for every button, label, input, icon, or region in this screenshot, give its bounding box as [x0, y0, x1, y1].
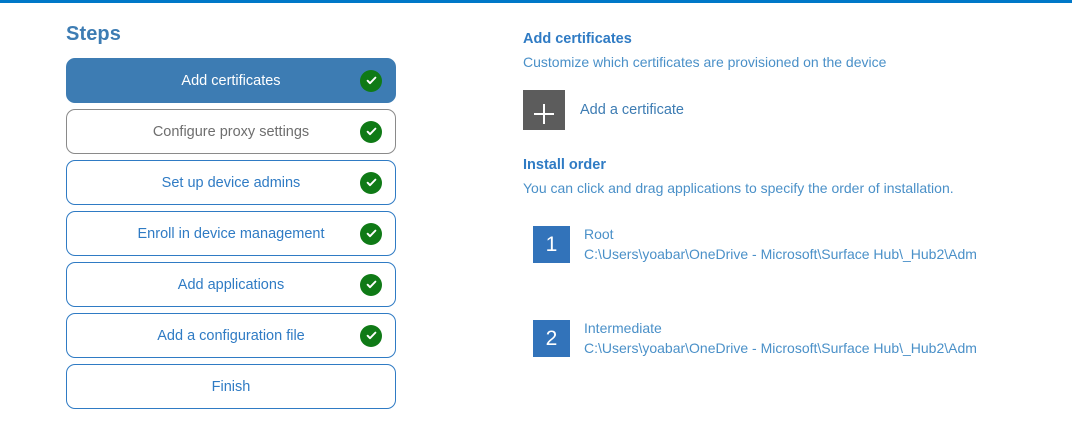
- sidebar-item-configure-proxy-settings[interactable]: Configure proxy settings: [66, 109, 396, 154]
- order-item-text: Root C:\Users\yoabar\OneDrive - Microsof…: [584, 224, 1072, 264]
- add-certificate-label: Add a certificate: [580, 102, 684, 118]
- plus-icon: [523, 90, 565, 130]
- step-label: Finish: [211, 378, 251, 395]
- certificate-name: Intermediate: [584, 320, 662, 336]
- order-item-text: Intermediate C:\Users\yoabar\OneDrive - …: [584, 318, 1072, 358]
- sidebar-item-finish[interactable]: Finish: [66, 364, 396, 409]
- add-certificate-button[interactable]: Add a certificate: [523, 90, 723, 130]
- check-icon: [360, 222, 382, 245]
- check-icon: [360, 171, 382, 194]
- top-accent-rule: [0, 0, 1072, 3]
- section-subheading-add-certificates: Customize which certificates are provisi…: [523, 54, 887, 70]
- step-label: Add certificates: [181, 72, 281, 89]
- sidebar-item-set-up-device-admins[interactable]: Set up device admins: [66, 160, 396, 205]
- list-item[interactable]: 2 Intermediate C:\Users\yoabar\OneDrive …: [523, 320, 1072, 358]
- order-number-badge: 2: [533, 320, 570, 357]
- check-icon: [360, 120, 382, 143]
- section-subheading-install-order: You can click and drag applications to s…: [523, 180, 954, 196]
- steps-panel: Steps Add certificates Configure proxy s…: [66, 22, 398, 415]
- sidebar-item-add-applications[interactable]: Add applications: [66, 262, 396, 307]
- check-icon: [360, 69, 382, 92]
- install-order-section: Install order You can click and drag app…: [523, 156, 1072, 358]
- page-title: Steps: [66, 23, 121, 45]
- order-number-badge: 1: [533, 226, 570, 263]
- detail-pane: Add certificates Customize which certifi…: [523, 30, 1072, 414]
- step-label: Configure proxy settings: [152, 123, 310, 140]
- step-label: Enroll in device management: [137, 225, 325, 242]
- step-label: Add a configuration file: [157, 327, 305, 344]
- step-label: Add applications: [177, 276, 285, 293]
- list-item[interactable]: 1 Root C:\Users\yoabar\OneDrive - Micros…: [523, 226, 1072, 264]
- section-heading-install-order: Install order: [523, 157, 606, 173]
- certificate-path: C:\Users\yoabar\OneDrive - Microsoft\Sur…: [584, 246, 977, 262]
- certificate-path: C:\Users\yoabar\OneDrive - Microsoft\Sur…: [584, 340, 977, 356]
- check-icon: [360, 324, 382, 347]
- check-icon: [360, 273, 382, 296]
- certificate-name: Root: [584, 226, 614, 242]
- install-order-list: 1 Root C:\Users\yoabar\OneDrive - Micros…: [523, 226, 1072, 358]
- sidebar-item-enroll-in-device-management[interactable]: Enroll in device management: [66, 211, 396, 256]
- sidebar-item-add-certificates[interactable]: Add certificates: [66, 58, 396, 103]
- sidebar-item-add-a-configuration-file[interactable]: Add a configuration file: [66, 313, 396, 358]
- step-label: Set up device admins: [161, 174, 301, 191]
- section-heading-add-certificates: Add certificates: [523, 31, 632, 47]
